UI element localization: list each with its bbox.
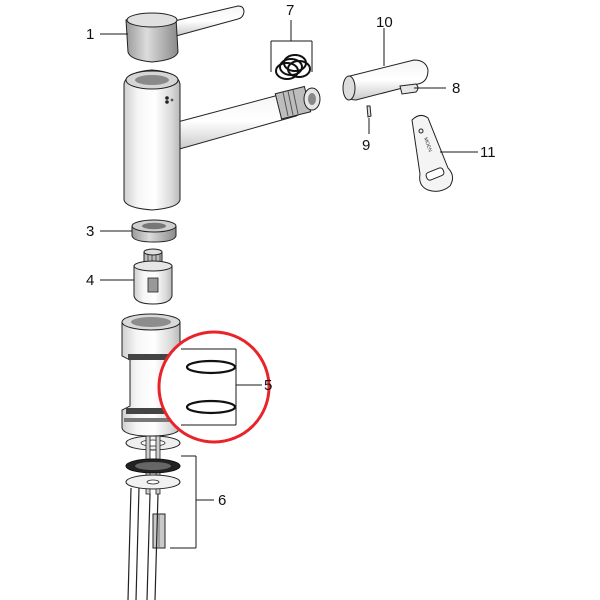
callout-10: 10 <box>376 14 393 31</box>
spray-head <box>342 28 429 101</box>
callout-6: 6 <box>218 492 226 509</box>
wrench-tool: MOEN <box>411 114 478 192</box>
wrench-brand-label: MOEN <box>422 137 433 154</box>
callout-5: 5 <box>264 377 272 394</box>
callout-8: 8 <box>452 80 460 97</box>
callout-1: 1 <box>86 26 94 43</box>
mounting-hardware <box>125 435 181 600</box>
callout-7: 7 <box>286 2 294 19</box>
callout-9: 9 <box>362 137 370 154</box>
set-screw <box>366 105 372 134</box>
callout-11: 11 <box>480 144 496 161</box>
callout-3: 3 <box>86 223 94 240</box>
retaining-nut <box>131 219 177 243</box>
leader-lines <box>100 33 262 549</box>
callout-4: 4 <box>86 272 94 289</box>
o-ring-lower <box>185 399 237 415</box>
spray-clip <box>399 83 446 95</box>
handle-lever <box>125 5 245 63</box>
o-ring-highlight <box>157 330 271 444</box>
spout-aerator <box>274 85 321 120</box>
springs <box>270 20 313 80</box>
o-ring-upper <box>185 359 237 375</box>
cartridge <box>133 248 173 305</box>
faucet-body <box>123 69 321 211</box>
